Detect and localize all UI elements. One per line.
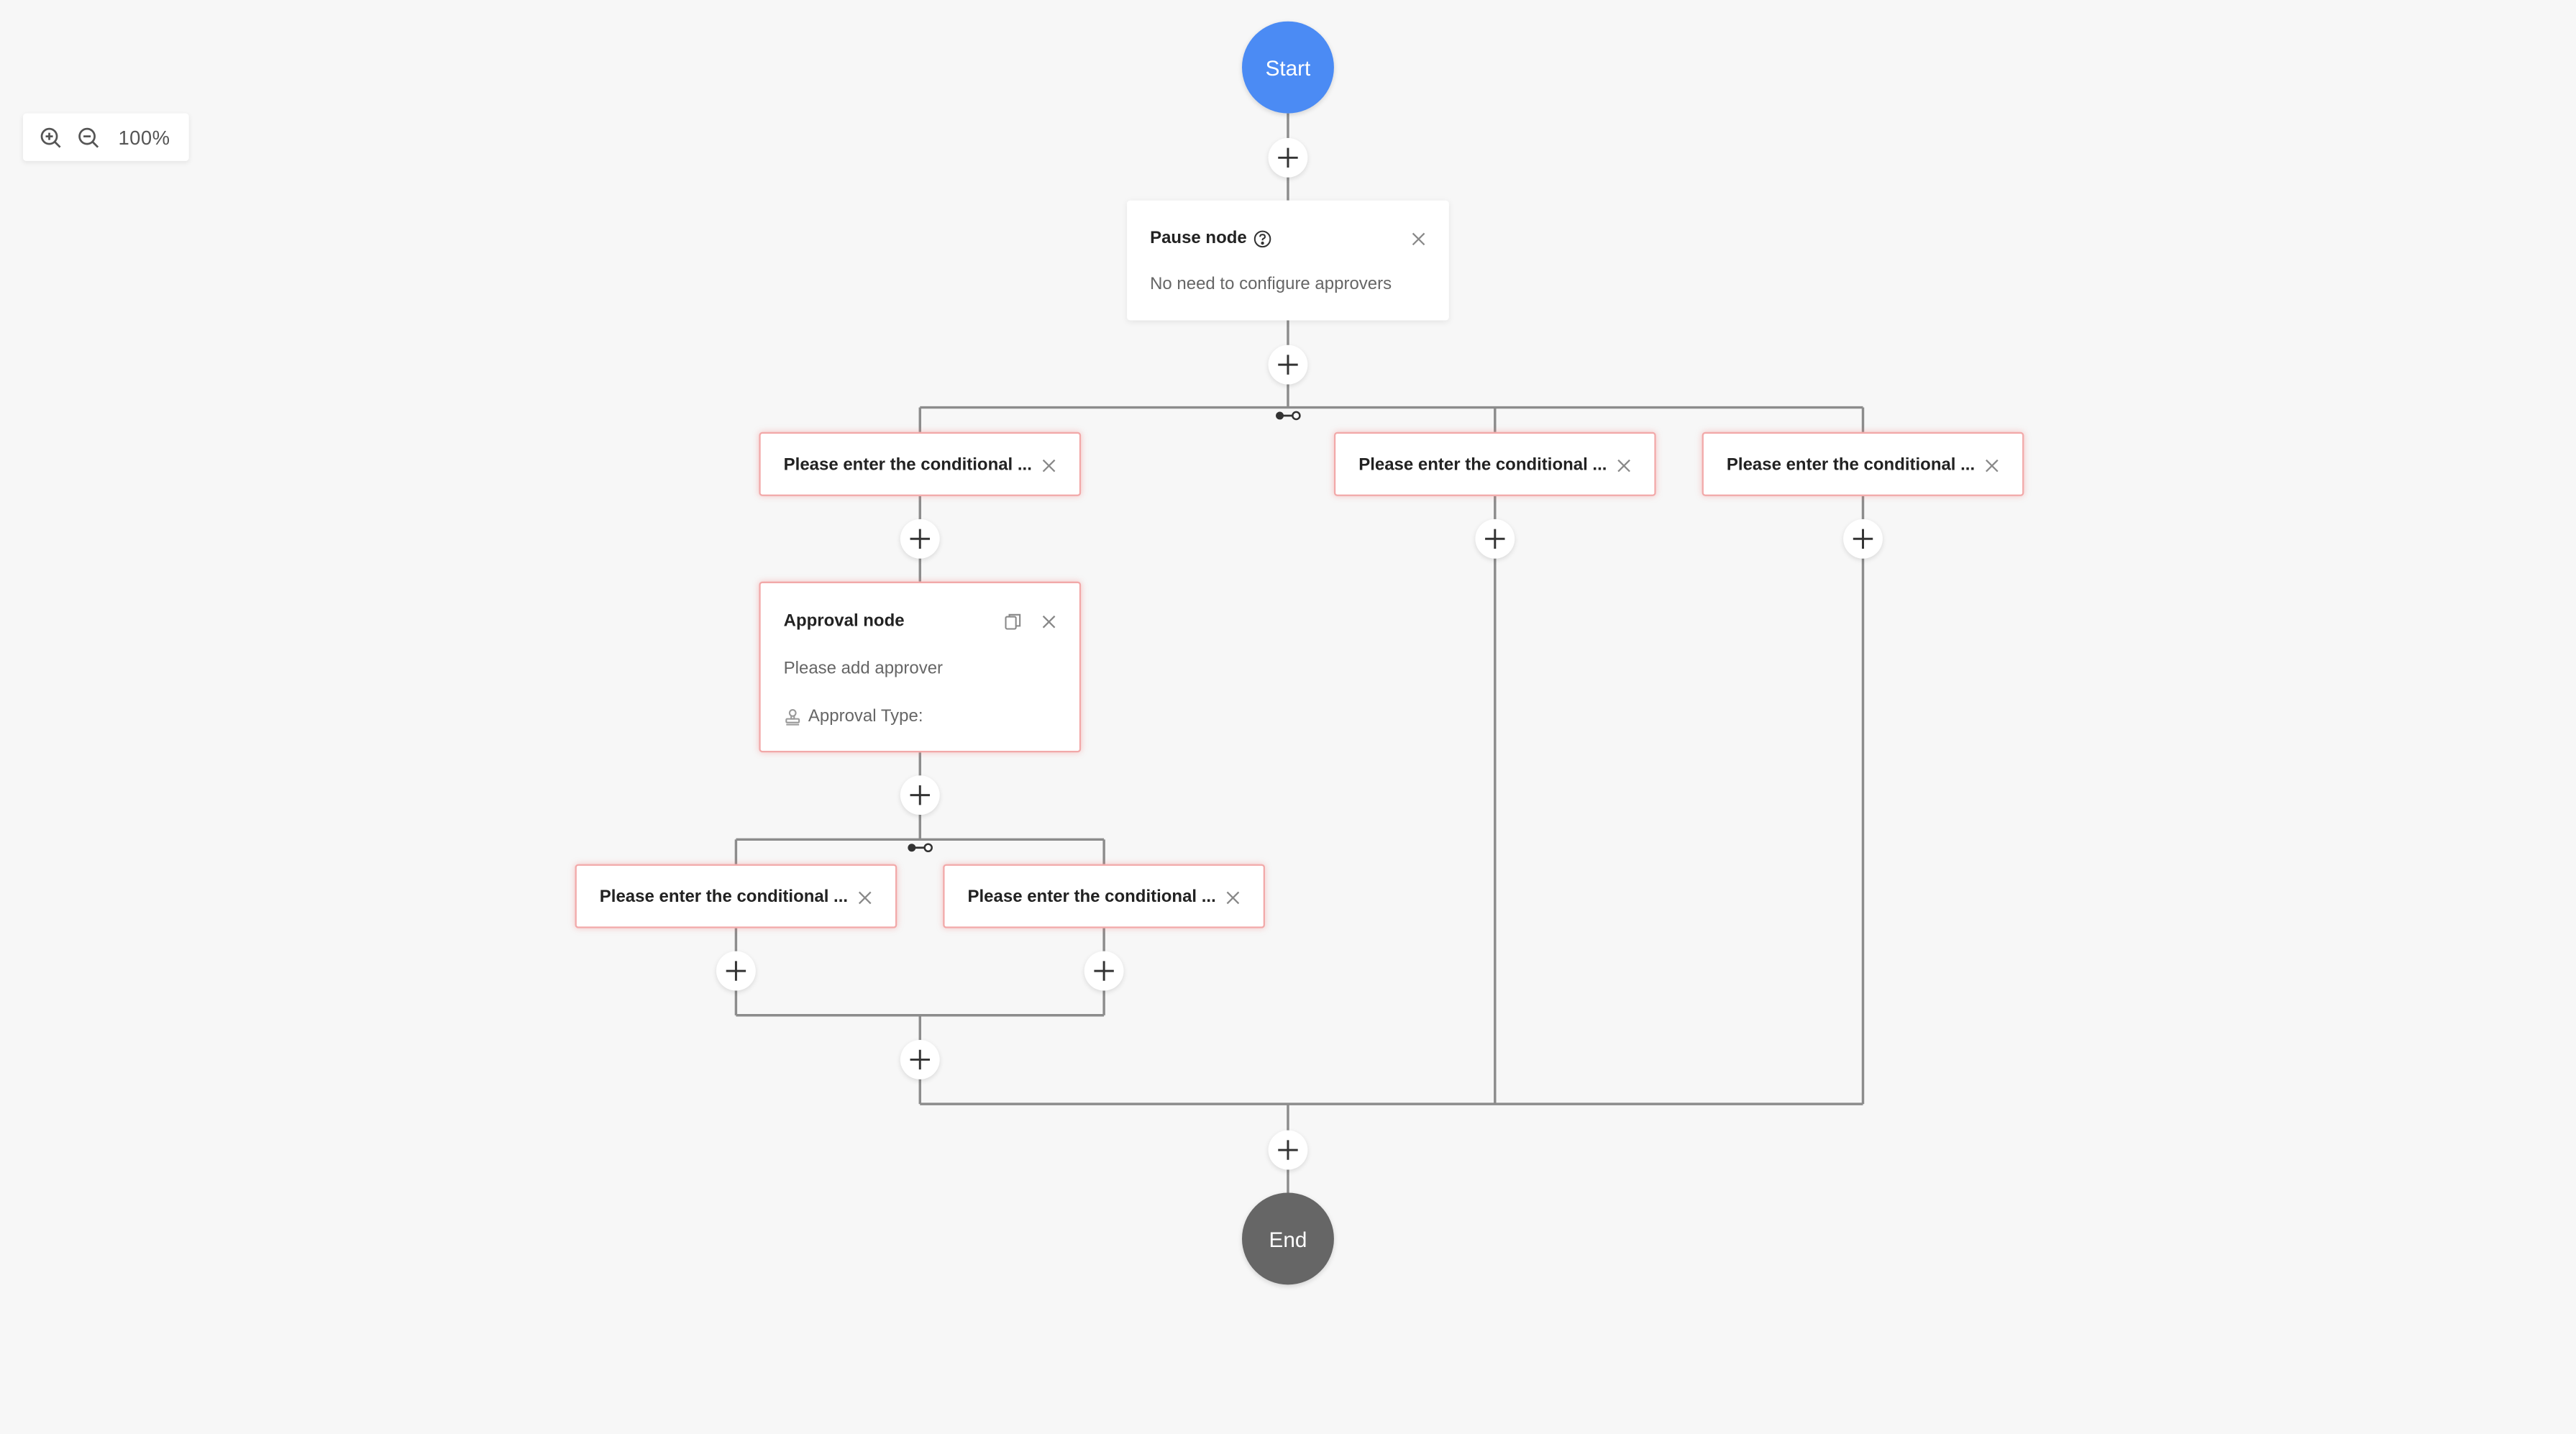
plus-icon <box>910 1049 930 1070</box>
condition-label: Please enter the conditional ... <box>599 887 849 907</box>
add-node-button[interactable] <box>900 519 940 559</box>
zoom-out-icon[interactable] <box>76 124 102 150</box>
approval-type-label: Approval Type: <box>808 706 923 726</box>
plus-icon <box>910 529 930 549</box>
add-node-button[interactable] <box>1084 951 1124 991</box>
plus-icon <box>910 785 930 805</box>
add-branch-button[interactable] <box>907 833 933 853</box>
approval-type-row: Approval Type: <box>784 706 923 726</box>
add-node-button[interactable] <box>1268 1130 1308 1170</box>
add-node-button[interactable] <box>900 775 940 816</box>
condition-node[interactable]: Please enter the conditional ... <box>943 864 1265 928</box>
close-icon[interactable] <box>1408 229 1428 248</box>
condition-node[interactable]: Please enter the conditional ... <box>759 431 1082 496</box>
approval-node-title: Approval node <box>783 611 905 631</box>
condition-label: Please enter the conditional ... <box>1726 455 1976 475</box>
zoom-toolbar: 100% <box>22 113 189 161</box>
condition-label: Please enter the conditional ... <box>967 887 1216 907</box>
branch-icon <box>1276 411 1301 421</box>
condition-node[interactable]: Please enter the conditional ... <box>1333 431 1656 496</box>
approval-node[interactable]: Approval node Please add approver <box>759 581 1082 753</box>
add-node-button[interactable] <box>1843 519 1883 559</box>
close-icon[interactable] <box>1038 611 1058 631</box>
close-icon[interactable] <box>854 887 874 907</box>
condition-node[interactable]: Please enter the conditional ... <box>575 864 898 928</box>
plus-icon <box>1278 147 1298 168</box>
add-node-button[interactable] <box>1268 344 1308 385</box>
copy-icon[interactable] <box>1002 611 1021 631</box>
add-branch-button[interactable] <box>1275 401 1302 421</box>
start-node[interactable]: Start <box>1242 21 1334 114</box>
stamp-icon <box>784 707 802 725</box>
end-node[interactable]: End <box>1242 1192 1334 1285</box>
end-label: End <box>1269 1226 1307 1251</box>
add-node-button[interactable] <box>1475 519 1515 559</box>
zoom-in-icon[interactable] <box>38 124 65 150</box>
branch-icon <box>908 843 933 853</box>
add-node-button[interactable] <box>1268 137 1308 178</box>
plus-icon <box>726 961 746 981</box>
plus-icon <box>1485 529 1505 549</box>
condition-label: Please enter the conditional ... <box>1358 455 1607 475</box>
plus-icon <box>1278 1140 1298 1160</box>
pause-node-header: Pause node <box>1150 229 1271 248</box>
pause-node-description: No need to configure approvers <box>1150 274 1392 294</box>
close-icon[interactable] <box>1613 455 1632 475</box>
close-icon[interactable] <box>1223 887 1242 907</box>
zoom-level: 100% <box>118 125 170 149</box>
add-node-button[interactable] <box>716 951 756 991</box>
help-icon[interactable] <box>1253 229 1271 247</box>
close-icon[interactable] <box>1038 455 1058 475</box>
condition-node[interactable]: Please enter the conditional ... <box>1702 431 2024 496</box>
plus-icon <box>1853 529 1873 549</box>
pause-node[interactable]: Pause node No need to configure approver… <box>1127 200 1449 321</box>
add-node-button[interactable] <box>900 1040 940 1079</box>
approval-node-description: Please add approver <box>783 659 944 679</box>
plus-icon <box>1094 961 1114 981</box>
close-icon[interactable] <box>1981 455 2001 475</box>
plus-icon <box>1278 355 1298 375</box>
pause-node-title: Pause node <box>1150 228 1247 248</box>
condition-label: Please enter the conditional ... <box>783 455 1032 475</box>
start-label: Start <box>1265 55 1311 80</box>
